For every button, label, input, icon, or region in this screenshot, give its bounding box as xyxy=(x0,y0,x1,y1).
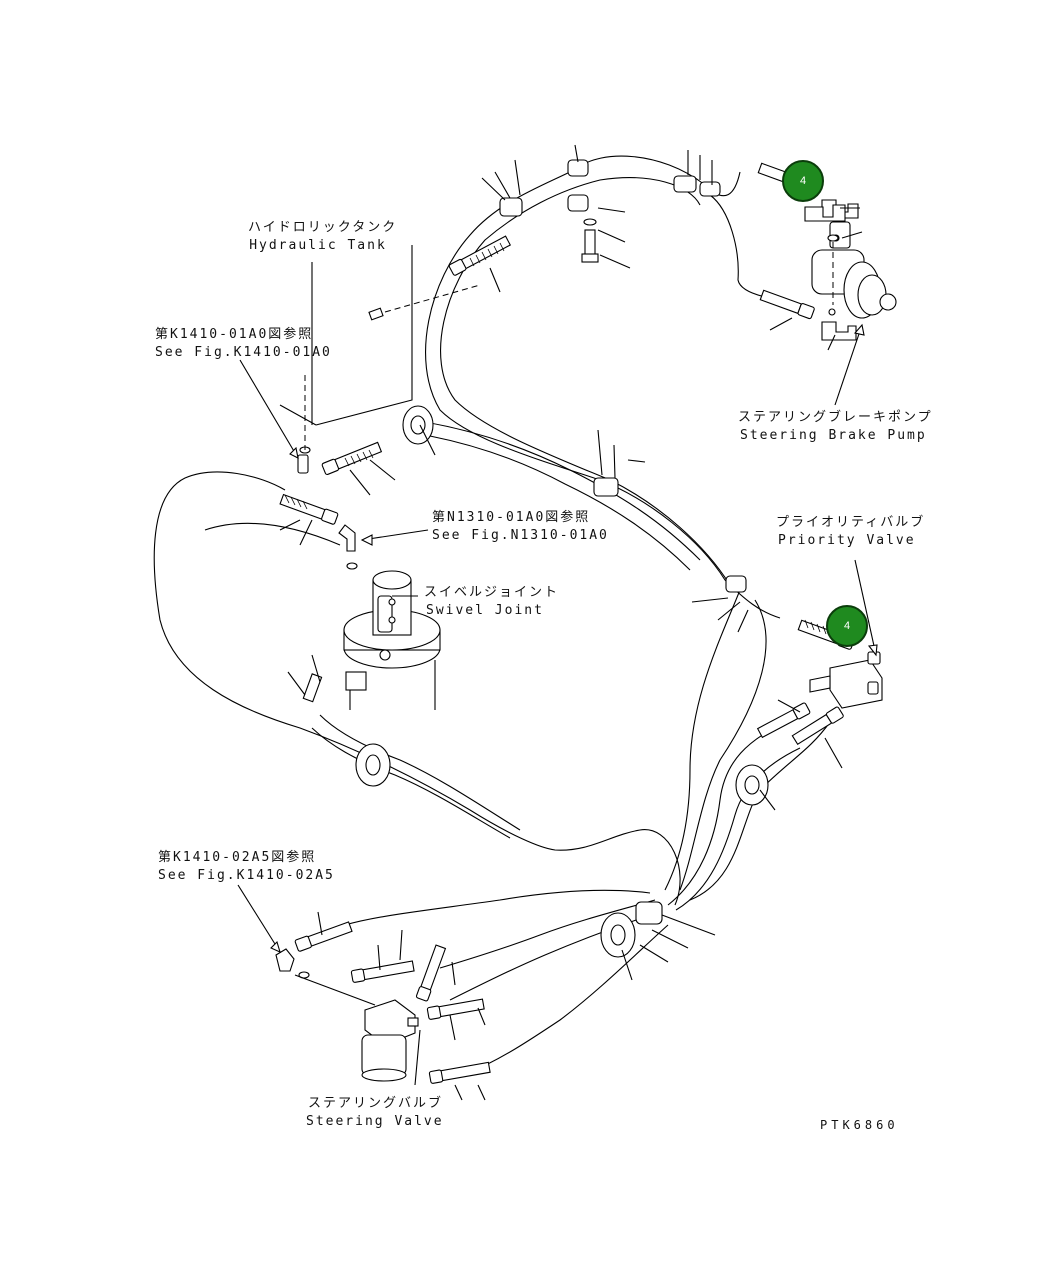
clamp-7 xyxy=(725,575,747,593)
steering-valve-label-en: Steering Valve xyxy=(306,1114,444,1129)
hydraulic-tank-label-jp: ハイドロリックタンク xyxy=(248,220,398,235)
tube-tank-return xyxy=(424,421,701,561)
tube-tank-return-2 xyxy=(429,435,691,571)
dashed-center-lines xyxy=(304,242,834,450)
hose-center-down xyxy=(664,589,741,891)
ref-k141002a5-label-en: See Fig.K1410-02A5 xyxy=(158,868,335,883)
clamp-3 xyxy=(567,194,589,212)
swivel-joint-label-jp: スイベルジョイント xyxy=(424,585,560,600)
priority-valve xyxy=(809,651,883,709)
clamp-6 xyxy=(593,477,619,497)
steering-valve-label-jp: ステアリングバルブ xyxy=(308,1096,444,1111)
grommet-right-hole xyxy=(744,775,760,795)
tube-swivel-left-2 xyxy=(311,727,511,839)
ref-k141001a0-label-en: See Fig.K1410-01A0 xyxy=(155,345,332,360)
steering-valve xyxy=(361,999,419,1082)
clamp-8 xyxy=(635,901,663,925)
callout-badge-pump[interactable]: 4 xyxy=(782,160,824,202)
small-fittings xyxy=(275,204,846,979)
grommet-lower-hole xyxy=(610,924,626,946)
hose-bundle-4 xyxy=(344,889,651,926)
ref-k141001a0-label-jp: 第K1410-01A0図参照 xyxy=(155,327,314,342)
callout-number: 4 xyxy=(799,175,807,187)
callout-number: 4 xyxy=(843,620,851,632)
hose-upper-outer xyxy=(425,155,781,619)
hose-right-1 xyxy=(667,724,781,906)
hose-right-2 xyxy=(675,747,801,911)
hose-center-down-2 xyxy=(679,599,767,891)
clamp-5 xyxy=(699,181,721,197)
steering-brake-pump xyxy=(811,199,897,341)
ref-k141002a5-label-jp: 第K1410-02A5図参照 xyxy=(158,850,317,865)
hose-bundle-3 xyxy=(469,924,669,1073)
grommet-upper-hole xyxy=(410,415,426,435)
hydraulic-tank-label-en: Hydraulic Tank xyxy=(249,238,387,253)
callout-badge-priority-valve[interactable]: 4 xyxy=(826,605,868,647)
hose-left-loop xyxy=(153,471,681,906)
tube-swivel-left xyxy=(319,714,521,831)
steering-brake-pump-label-en: Steering Brake Pump xyxy=(740,428,927,443)
swivel-joint xyxy=(343,570,441,691)
ref-n131001a0-label-en: See Fig.N1310-01A0 xyxy=(432,528,609,543)
clamp-4 xyxy=(673,175,697,193)
steering-brake-pump-label-jp: ステアリングブレーキポンプ xyxy=(738,410,933,425)
clamp-1 xyxy=(499,197,523,217)
clamps xyxy=(499,159,747,925)
hatching xyxy=(284,242,827,635)
clamp-2 xyxy=(567,159,589,177)
ref-n131001a0-label-jp: 第N1310-01A0図参照 xyxy=(432,510,591,525)
priority-valve-label-jp: プライオリティバルブ xyxy=(776,515,926,530)
leader-lines xyxy=(237,144,878,1101)
drawing-code: PTK6860 xyxy=(820,1118,899,1132)
hose-upper-inner xyxy=(440,177,731,586)
priority-valve-label-en: Priority Valve xyxy=(778,533,916,548)
hose-left-loop-inner xyxy=(204,522,341,546)
grommet-left-hole xyxy=(365,754,381,776)
grommets xyxy=(355,405,769,958)
hose-pump-return xyxy=(709,194,771,299)
hose-bundle-1 xyxy=(439,899,656,969)
swivel-joint-label-en: Swivel Joint xyxy=(426,603,544,618)
